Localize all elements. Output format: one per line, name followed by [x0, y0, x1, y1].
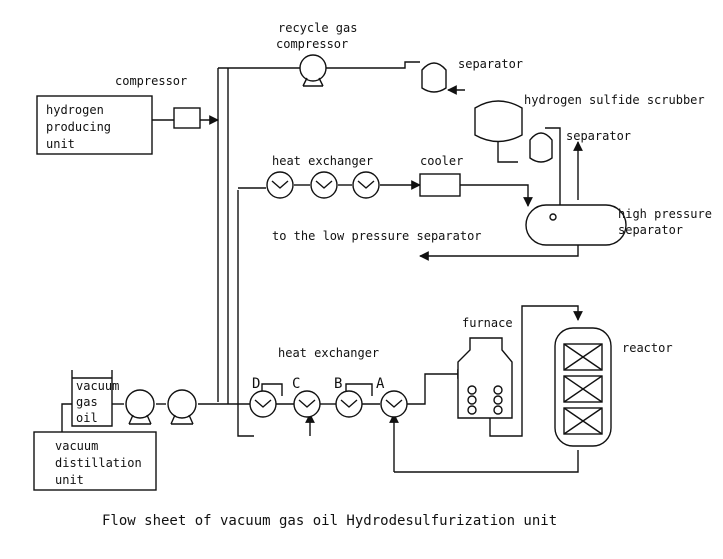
hx-label-a: A: [376, 376, 385, 392]
separator-top-label: separator: [458, 57, 523, 71]
recycle-gas-label-line2: compressor: [276, 37, 348, 51]
scrubber-outlet-line: [497, 140, 518, 163]
heat-exchanger-bottom-label: heat exchanger: [278, 346, 379, 360]
vgo-label-line3: oil: [76, 411, 98, 425]
to-lp-separator-label: to the low pressure separator: [272, 229, 482, 243]
separator-top-symbol: [421, 62, 447, 93]
to-lp-separator-line: [419, 244, 579, 261]
furnace-symbol: [457, 337, 513, 419]
recycle-compressor-outlet: [326, 61, 420, 69]
hx-top-3: [352, 171, 380, 199]
hx-label-c: C: [292, 376, 300, 392]
h2s-scrubber-symbol: [474, 100, 523, 143]
hp-separator-label-line2: separator: [618, 223, 683, 237]
vgo-tank-symbol: [71, 370, 113, 427]
hx-top-return: [237, 190, 254, 437]
hx-label-d: D: [252, 376, 260, 392]
heat-exchanger-bottom-train: [249, 390, 408, 418]
hx-top-1: [266, 171, 294, 199]
separator-mid-label: separator: [566, 129, 631, 143]
hp-separator-label-line1: high pressure: [618, 207, 712, 221]
heat-exchanger-top-train: [266, 171, 380, 199]
hydrogen-producing-unit-box: [36, 95, 153, 155]
h2s-scrubber-label: hydrogen sulfide scrubber: [524, 93, 705, 107]
hx-shell-ba: [345, 383, 373, 396]
reactor-label: reactor: [622, 341, 673, 355]
hydrogen-unit-line2: producing: [46, 120, 111, 134]
hx-label-b: B: [334, 376, 342, 392]
vgo-label-line2: gas: [76, 395, 98, 409]
vacuum-unit-line2: distillation: [55, 456, 142, 470]
hx-top-2: [310, 171, 338, 199]
vacuum-unit-to-tank: [61, 403, 72, 432]
hx-d: [249, 390, 277, 418]
hx-to-furnace: [407, 369, 467, 405]
separator-mid-symbol: [529, 132, 553, 163]
compressor-symbol: [173, 107, 201, 129]
hydrogen-unit-line3: unit: [46, 137, 75, 151]
vgo-label-line1: vacuum: [76, 379, 119, 393]
hydrogen-unit-line1: hydrogen: [46, 103, 104, 117]
recycle-gas-compressor-symbol: [299, 54, 327, 87]
hx-shell-cd: [261, 383, 283, 396]
cooler-symbol: [419, 173, 461, 197]
cooler-to-hp-sep: [460, 184, 533, 207]
figure-caption: Flow sheet of vacuum gas oil Hydrodesulf…: [102, 513, 557, 529]
separator-down-line: [545, 127, 561, 212]
reactor-effluent: [394, 450, 579, 473]
furnace-to-reactor: [489, 305, 583, 437]
hx-c: [293, 390, 321, 418]
vacuum-unit-line1: vacuum: [55, 439, 98, 453]
reactor-symbol: [554, 327, 612, 447]
feed-pump-1: [125, 389, 155, 425]
hx-a: [380, 390, 408, 418]
hx-b: [335, 390, 363, 418]
vacuum-unit-line3: unit: [55, 473, 84, 487]
feed-pump-2: [167, 389, 197, 425]
piping: [61, 61, 583, 473]
compressor-label: compressor: [115, 74, 187, 88]
heat-exchanger-top-label: heat exchanger: [272, 154, 373, 168]
hp-separator-symbol: [525, 204, 627, 246]
cooler-label: cooler: [420, 154, 463, 168]
recycle-gas-label-line1: recycle gas: [278, 21, 357, 35]
furnace-label: furnace: [462, 316, 513, 330]
vacuum-distillation-unit-box: [33, 431, 157, 491]
